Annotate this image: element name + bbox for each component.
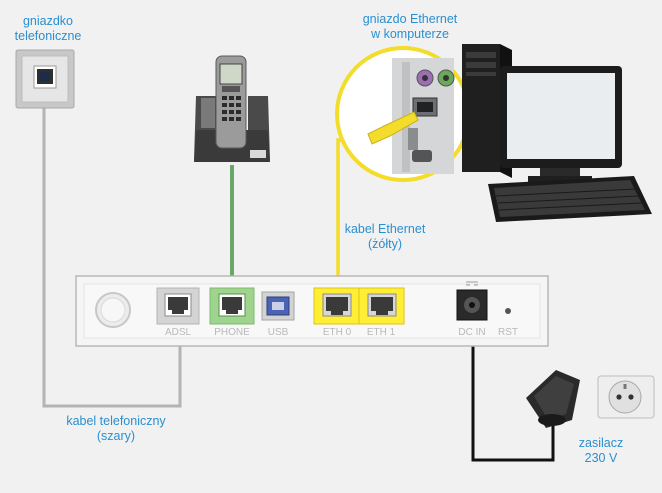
- port-label-rst: RST: [498, 327, 518, 338]
- port-label-usb: USB: [268, 327, 289, 338]
- port-label-eth1: ETH 1: [367, 327, 396, 338]
- port-label-phone: PHONE: [214, 327, 250, 338]
- wall-power-socket: [597, 375, 655, 419]
- label-phone-cable-line2: (szary): [96, 429, 136, 443]
- label-ethernet-socket-line2: w komputerze: [371, 27, 449, 41]
- label-wall-socket-line2: telefoniczne: [14, 29, 82, 43]
- label-wall-phone-socket: gniazdko telefoniczne: [0, 14, 96, 44]
- port-label-dcin: DC IN: [458, 327, 485, 338]
- label-ethernet-cable: kabel Ethernet (żółty): [330, 222, 440, 252]
- label-ethernet-cable-line1: kabel Ethernet: [344, 222, 426, 236]
- label-ethernet-socket-line1: gniazdo Ethernet: [362, 12, 458, 26]
- label-phone-cable-line1: kabel telefoniczny: [66, 414, 166, 428]
- power-adapter: [526, 370, 580, 428]
- label-power-supply-line1: zasilacz: [578, 436, 624, 450]
- label-power-supply: zasilacz 230 V: [566, 436, 636, 466]
- port-label-eth0: ETH 0: [323, 327, 352, 338]
- label-wall-socket-line1: gniazdko: [22, 14, 74, 28]
- ethernet-socket-zoom: [335, 46, 471, 182]
- cordless-phone: [194, 55, 270, 162]
- phone-cable: [42, 108, 182, 408]
- label-ethernet-socket: gniazdo Ethernet w komputerze: [335, 12, 485, 42]
- port-label-adsl: ADSL: [165, 327, 192, 338]
- power-cable: [471, 318, 555, 462]
- modem-back-panel: ADSL PHONE USB ETH 0 ETH 1 DC IN RST: [75, 275, 549, 347]
- label-power-supply-line2: 230 V: [584, 451, 618, 465]
- label-phone-cable: kabel telefoniczny (szary): [48, 414, 184, 444]
- wall-phone-socket: [15, 49, 75, 109]
- desktop-computer: [462, 44, 652, 222]
- label-ethernet-cable-line2: (żółty): [367, 237, 403, 251]
